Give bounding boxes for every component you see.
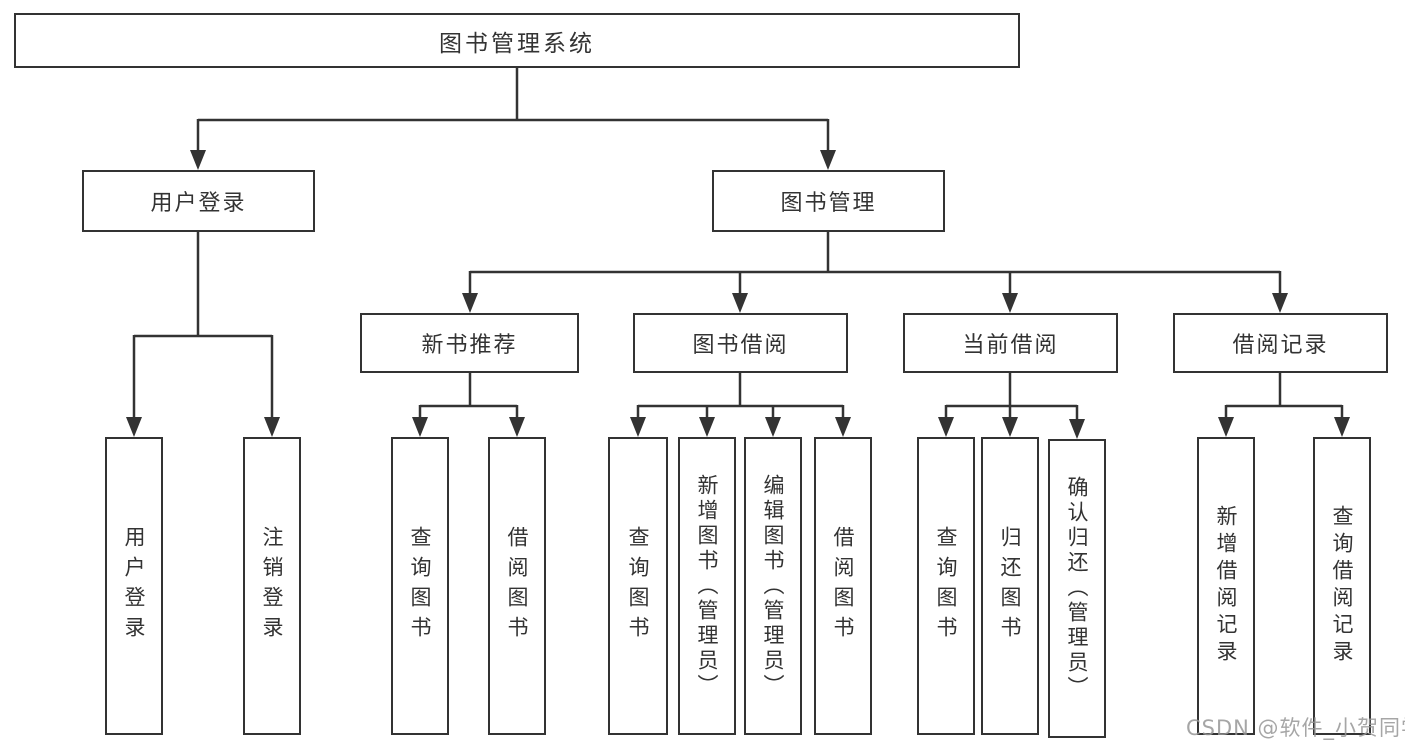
- node-label: 查询图书: [934, 526, 958, 646]
- leaf-user-login: 用户登录: [105, 437, 163, 735]
- leaf-return-book: 归还图书: [981, 437, 1039, 735]
- csdn-watermark: CSDN @软件_小贺同学: [1186, 716, 1405, 740]
- node-label: 确认归还（管理员）: [1065, 476, 1089, 701]
- leaf-query-book-3: 查询图书: [917, 437, 975, 735]
- leaf-confirm-return-admin: 确认归还（管理员）: [1048, 439, 1106, 738]
- node-label: 图书管理系统: [439, 30, 595, 57]
- arrowhead-icon: [190, 150, 206, 170]
- node-current-borrow: 当前借阅: [903, 313, 1118, 373]
- leaf-borrow-book-1: 借阅图书: [488, 437, 546, 735]
- arrowhead-icon: [1272, 293, 1288, 313]
- node-label: 新增借阅记录: [1214, 505, 1238, 667]
- node-book-borrow: 图书借阅: [633, 313, 848, 373]
- node-label: 当前借阅: [962, 333, 1059, 358]
- leaf-add-borrow-record: 新增借阅记录: [1197, 437, 1255, 735]
- arrowhead-icon: [820, 150, 836, 170]
- node-label: 用户登录: [150, 191, 247, 216]
- node-label: 新增图书（管理员）: [695, 473, 719, 699]
- node-label: 注销登录: [260, 526, 284, 646]
- node-book-management: 图书管理: [712, 170, 945, 232]
- leaf-query-book-2: 查询图书: [608, 437, 668, 735]
- leaf-query-book-1: 查询图书: [391, 437, 449, 735]
- arrowhead-icon: [765, 417, 781, 437]
- arrowhead-icon: [264, 417, 280, 437]
- node-user-login: 用户登录: [82, 170, 315, 232]
- node-label: 用户登录: [122, 526, 146, 646]
- node-label: 查询借阅记录: [1330, 505, 1354, 667]
- node-label: 图书管理: [780, 191, 877, 216]
- arrowhead-icon: [732, 293, 748, 313]
- leaf-edit-book-admin: 编辑图书（管理员）: [744, 437, 802, 735]
- arrowhead-icon: [699, 417, 715, 437]
- node-borrow-record: 借阅记录: [1173, 313, 1388, 373]
- arrowhead-icon: [1334, 417, 1350, 437]
- node-label: 图书借阅: [692, 333, 789, 358]
- arrowhead-icon: [126, 417, 142, 437]
- node-label: 编辑图书（管理员）: [761, 473, 785, 699]
- arrowhead-icon: [1002, 417, 1018, 437]
- node-new-book-recommend: 新书推荐: [360, 313, 579, 373]
- leaf-borrow-book-2: 借阅图书: [814, 437, 872, 735]
- node-label: 查询图书: [408, 526, 432, 646]
- arrowhead-icon: [938, 417, 954, 437]
- node-label: 借阅图书: [831, 526, 855, 646]
- arrowheads: [126, 150, 1350, 439]
- leaf-add-book-admin: 新增图书（管理员）: [678, 437, 736, 735]
- arrowhead-icon: [835, 417, 851, 437]
- arrowhead-icon: [509, 417, 525, 437]
- arrowhead-icon: [412, 417, 428, 437]
- node-label: 借阅记录: [1232, 333, 1329, 358]
- node-label: 查询图书: [626, 526, 650, 646]
- arrowhead-icon: [1218, 417, 1234, 437]
- arrowhead-icon: [1002, 293, 1018, 313]
- leaf-logout: 注销登录: [243, 437, 301, 735]
- node-label: 新书推荐: [421, 333, 518, 358]
- node-label: 归还图书: [998, 526, 1022, 646]
- arrowhead-icon: [462, 293, 478, 313]
- node-label: 借阅图书: [505, 526, 529, 646]
- leaf-query-borrow-record: 查询借阅记录: [1313, 437, 1371, 735]
- node-root: 图书管理系统: [14, 13, 1020, 68]
- arrowhead-icon: [630, 417, 646, 437]
- arrowhead-icon: [1069, 419, 1085, 439]
